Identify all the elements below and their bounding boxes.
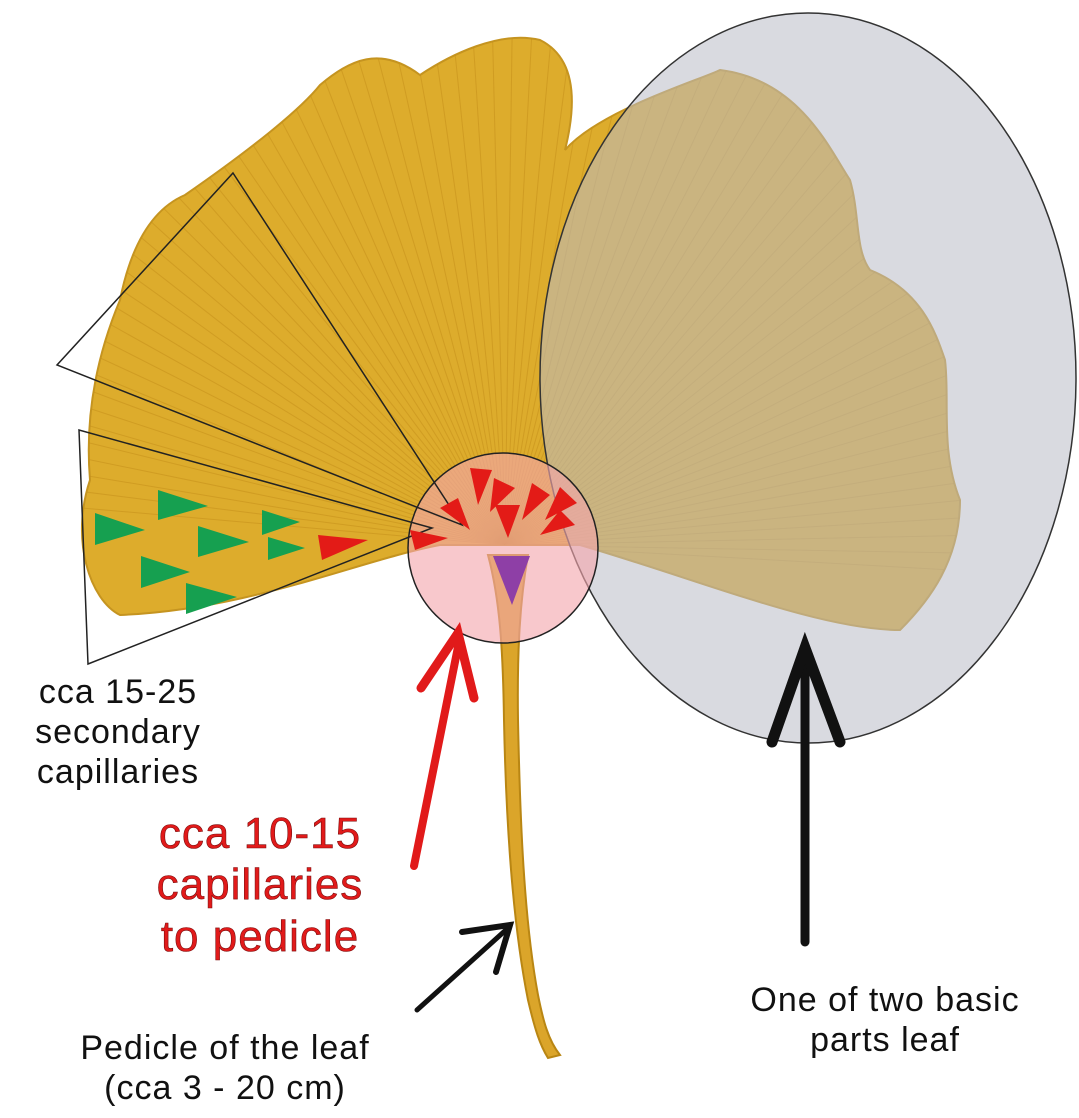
primary-label-line2: capillaries <box>110 859 410 910</box>
secondary-label-line1: cca 15-25 <box>0 672 236 712</box>
pedicle-label-line2: (cca 3 - 20 cm) <box>20 1068 430 1108</box>
primary-label-line1: cca 10-15 <box>110 808 410 859</box>
pedicle-label-line1: Pedicle of the leaf <box>20 1028 430 1068</box>
half-label-line1: One of two basic <box>700 980 1070 1020</box>
half-label-line2: parts leaf <box>700 1020 1070 1060</box>
primary-label-line3: to pedicle <box>110 911 410 962</box>
pedicle-callout-arrow <box>417 925 510 1010</box>
primary-capillaries-label: cca 10-15 capillaries to pedicle <box>110 808 410 962</box>
pedicle-label: Pedicle of the leaf (cca 3 - 20 cm) <box>20 1028 430 1108</box>
red-callout-arrow <box>414 633 474 866</box>
secondary-capillaries-label: cca 15-25 secondary capillaries <box>0 672 236 792</box>
capillary-hub-highlight <box>408 453 598 643</box>
leaf-half-highlight <box>540 13 1076 743</box>
secondary-label-line2: secondary <box>0 712 236 752</box>
secondary-label-line3: capillaries <box>0 752 236 792</box>
leaf-half-label: One of two basic parts leaf <box>700 980 1070 1060</box>
